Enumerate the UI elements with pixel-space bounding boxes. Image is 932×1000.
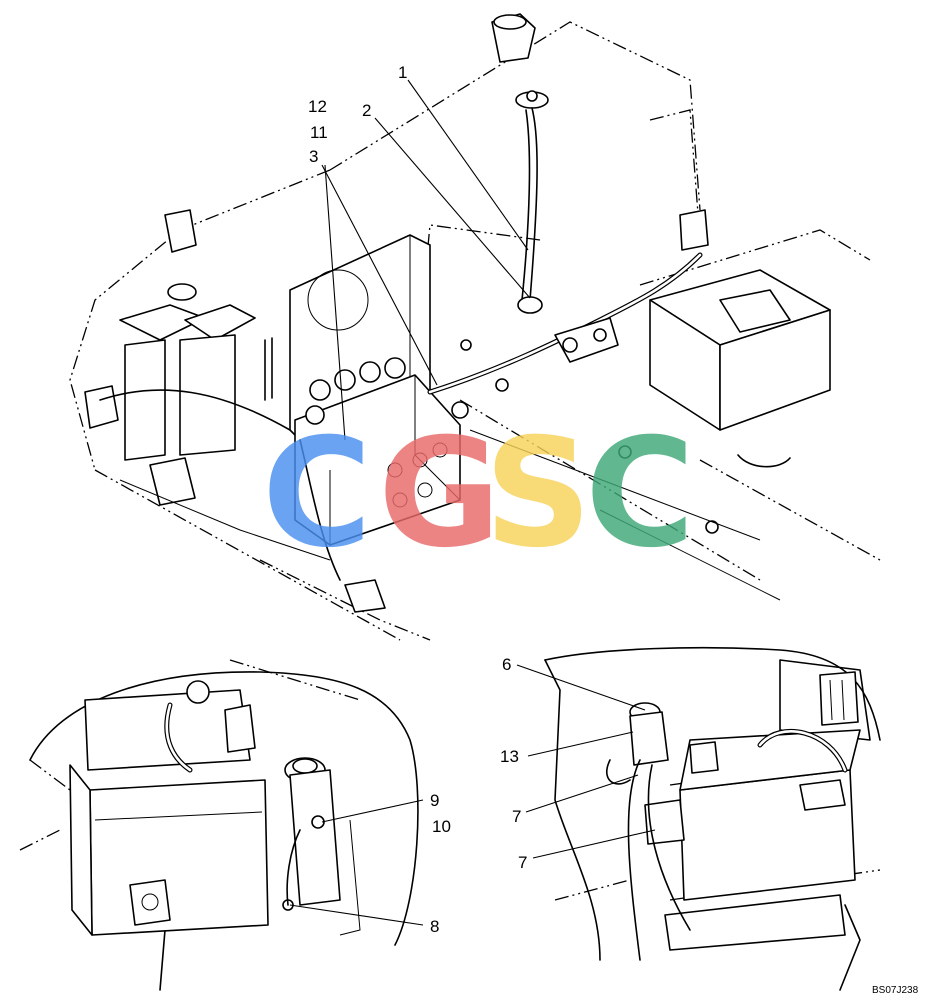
callout-11: 11 (310, 123, 328, 142)
lower-left-detail (19, 659, 419, 991)
callout-2: 2 (362, 101, 371, 120)
callout-7b: 7 (518, 853, 527, 872)
callout-13: 13 (500, 747, 519, 766)
watermark-letter-4: C (585, 407, 695, 581)
callout-12: 12 (308, 97, 327, 116)
callout-7a: 7 (512, 807, 521, 826)
callout-6: 6 (502, 655, 511, 674)
leader-lines (289, 79, 656, 926)
lower-right-detail (544, 646, 881, 991)
callout-labels: 1 2 12 11 3 9 10 8 6 13 7 7 BS07J238 (308, 63, 919, 996)
callout-3: 3 (309, 147, 318, 166)
callout-8: 8 (430, 917, 439, 936)
callout-10: 10 (432, 817, 451, 836)
watermark-letter-3: S (484, 407, 592, 581)
drawing-code: BS07J238 (872, 985, 919, 996)
callout-9: 9 (430, 791, 439, 810)
callout-1: 1 (398, 63, 407, 82)
main-view (69, 13, 881, 641)
watermark-letter-1: C (262, 407, 372, 581)
watermark-letter-2: G (378, 407, 501, 581)
watermark-logo: C G S C (262, 407, 695, 581)
